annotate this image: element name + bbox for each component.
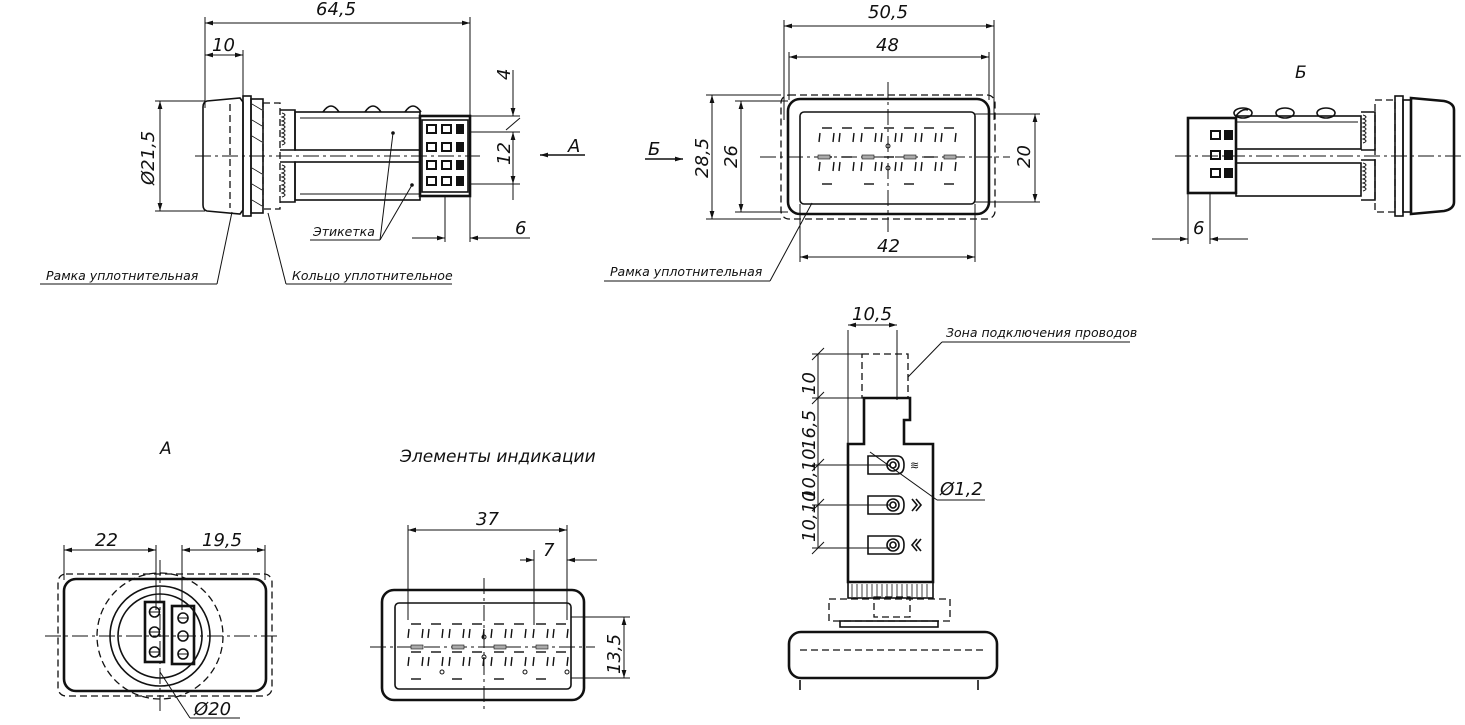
view-a: А 22 19,5 Ø20 — [45, 439, 280, 720]
dim-indication-width: 37 — [476, 509, 499, 530]
label-sealing-frame-front: Рамка уплотнительная — [610, 264, 763, 279]
dim-view-a-right: 19,5 — [202, 530, 242, 551]
dim-window-width: 42 — [877, 236, 900, 257]
label-sealing-frame-left: Рамка уплотнительная — [46, 268, 199, 283]
dim-terminal-spacing-2: 10,10 — [799, 490, 820, 542]
dim-front-inner-height: 26 — [721, 145, 742, 168]
dim-frame-width: 10 — [212, 35, 235, 56]
svg-text:≋: ≋ — [910, 459, 919, 472]
dim-bottom-offset: 6 — [515, 218, 526, 239]
dim-indication-pitch: 7 — [543, 540, 555, 561]
dim-window-height: 20 — [1014, 145, 1035, 168]
side-view-left: 64,5 10 — [40, 0, 585, 285]
dim-view-a-diameter: Ø20 — [193, 699, 231, 720]
rear-view: 10,5 Зона подключения проводов ≋ — [787, 304, 1137, 690]
indication-view: Элементы индикации 3 — [370, 447, 630, 712]
dim-front-outer-width: 50,5 — [868, 2, 908, 23]
label-sealing-ring: Кольцо уплотнительное — [292, 268, 453, 283]
dim-indication-height: 13,5 — [604, 634, 625, 674]
front-digits — [817, 127, 957, 185]
view-a-title: А — [159, 439, 172, 459]
rear-terminals: ≋ — [867, 455, 923, 555]
dim-terminal-pitch: 12 — [494, 142, 515, 165]
view-b: Б 6 — [1152, 63, 1465, 244]
view-b-title: Б — [1295, 63, 1307, 83]
dim-side-offset: 6 — [1193, 218, 1204, 239]
dim-front-inner-width: 48 — [876, 35, 899, 56]
indication-digits — [407, 623, 570, 680]
dim-view-a-left: 22 — [95, 530, 118, 551]
label-tag: Этикетка — [312, 224, 375, 239]
dim-front-outer-height: 28,5 — [692, 138, 713, 178]
indication-title: Элементы индикации — [399, 447, 596, 467]
view-a-terminals — [143, 600, 196, 666]
arrow-a-label: А — [567, 136, 580, 157]
arrow-b-label: Б — [648, 139, 660, 160]
front-view: 50,5 48 — [604, 2, 1040, 282]
dim-terminal-height: 16,5 — [799, 410, 820, 450]
dim-wire-zone-width: 10,5 — [852, 304, 892, 325]
dim-terminal-spacing: 10,10 — [799, 448, 820, 500]
label-wire-zone: Зона подключения проводов — [946, 325, 1137, 340]
dim-total-length: 64,5 — [316, 0, 356, 20]
dim-top-offset: 4 — [494, 69, 515, 80]
dim-wire-zone-depth: 10 — [799, 372, 820, 395]
dim-body-diameter: Ø21,5 — [138, 131, 159, 186]
dim-hole-diameter: Ø1,2 — [939, 479, 983, 500]
